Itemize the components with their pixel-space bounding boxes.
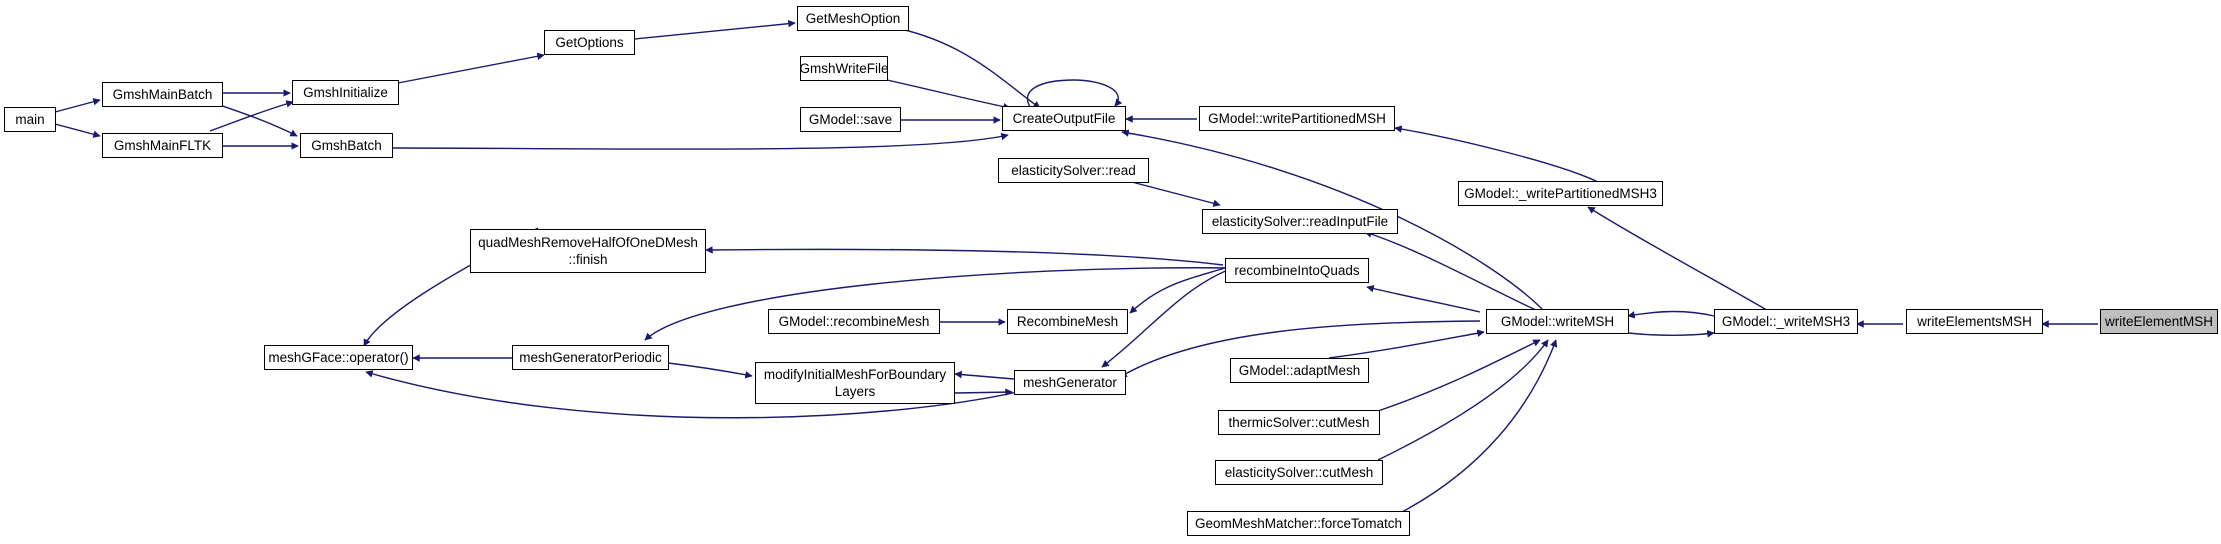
edge-recombineintoquads-to-meshgeneratorperiodic: [644, 267, 1237, 341]
edge-main-to-gmshmainfltk: [54, 123, 101, 138]
node-gmodel-adapt-mesh[interactable]: GModel::adaptMesh: [1230, 358, 1369, 383]
node-mesh-generator-periodic[interactable]: meshGeneratorPeriodic: [512, 345, 669, 370]
node-gmodel-write-partitioned-msh[interactable]: GModel::writePartitionedMSH: [1199, 106, 1395, 131]
edge-modifyinitialmesh-to-meshgenerator: [954, 388, 1013, 396]
node-geom-mesh-matcher-force-tomatch[interactable]: GeomMeshMatcher::forceTomatch: [1187, 511, 1410, 536]
node-elasticity-solver-read[interactable]: elasticitySolver::read: [998, 158, 1149, 183]
edge-forcetomatch-to-writemsh: [1401, 339, 1558, 513]
node-mesh-gface-operator[interactable]: meshGFace::operator(): [264, 345, 413, 370]
edge-meshgeneratorperiodic-to-modifyinitialmesh: [667, 362, 753, 379]
edge-meshgenerator-to-meshgface: [365, 370, 1027, 419]
edge-writemsh-to-writemsh3: [1627, 330, 1715, 338]
node-gmodel-write-msh[interactable]: GModel::writeMSH: [1486, 309, 1629, 334]
edge-thermiccutmesh-to-writemsh: [1374, 339, 1541, 413]
node-mesh-generator[interactable]: meshGenerator: [1014, 370, 1126, 395]
node-gmsh-batch[interactable]: GmshBatch: [300, 133, 393, 158]
edge-createoutputfile-self-loop: [1026, 79, 1123, 108]
node-thermic-solver-cut-mesh[interactable]: thermicSolver::cutMesh: [1218, 410, 1380, 435]
node-recombine-into-quads[interactable]: recombineIntoQuads: [1225, 258, 1369, 283]
node-get-options[interactable]: GetOptions: [544, 30, 635, 55]
node-modify-initial-mesh-for-boundary-layers[interactable]: modifyInitialMeshForBoundary Layers: [755, 362, 955, 404]
edge-gmshmainfltk-to-gmshinitialize: [209, 100, 294, 132]
node-write-element-msh: writeElementMSH: [2100, 309, 2218, 334]
edge-gmshinitialize-to-getoptions: [397, 52, 545, 84]
node-write-elements-msh[interactable]: writeElementsMSH: [1906, 309, 2043, 334]
edge-writepartitionedmsh3-to-writepartitionedmsh: [1394, 125, 1601, 184]
edge-writemsh3-to-writepartitionedmsh3: [1587, 206, 1771, 313]
edge-getoptions-to-getmeshoption: [633, 19, 796, 40]
edge-adaptmesh-to-writemsh: [1328, 329, 1485, 359]
node-get-mesh-option[interactable]: GetMeshOption: [797, 6, 909, 31]
node-gmsh-initialize[interactable]: GmshInitialize: [292, 80, 399, 105]
node-recombine-mesh[interactable]: RecombineMesh: [1007, 309, 1128, 334]
edge-meshgenerator-to-modifyinitialmesh: [954, 370, 1015, 380]
node-create-output-file[interactable]: CreateOutputFile: [1002, 106, 1126, 131]
node-gmsh-main-batch[interactable]: GmshMainBatch: [102, 82, 223, 107]
edge-gmshwritefile-to-createoutputfile: [886, 79, 1011, 111]
node-gmodel-save[interactable]: GModel::save: [800, 107, 901, 132]
edge-writemsh-to-meshgenerator: [1119, 320, 1481, 378]
edge-writemsh-to-readinputfile: [1364, 230, 1541, 313]
node-main[interactable]: main: [4, 107, 56, 132]
node-gmsh-write-file[interactable]: GmshWriteFile: [800, 56, 889, 81]
edge-main-to-gmshmainbatch: [54, 98, 101, 113]
node-elasticity-solver-read-input-file[interactable]: elasticitySolver::readInputFile: [1202, 209, 1398, 234]
edge-recombineintoquads-to-recombinemesh: [1129, 267, 1226, 314]
node-gmsh-main-fltk[interactable]: GmshMainFLTK: [102, 133, 223, 158]
edge-elasticityread-to-readinputfile: [1127, 180, 1221, 207]
node-gmodel-recombine-mesh[interactable]: GModel::recombineMesh: [768, 309, 940, 334]
edge-writemsh-to-recombineintoquads: [1366, 284, 1481, 313]
edge-recombineintoquads-to-meshgenerator: [1101, 269, 1229, 368]
node-quad-mesh-remove-half-finish[interactable]: quadMeshRemoveHalfOfOneDMesh ::finish: [470, 229, 706, 273]
node-gmodel-write-msh3[interactable]: GModel::_writeMSH3: [1714, 309, 1858, 334]
node-elasticity-solver-cut-mesh[interactable]: elasticitySolver::cutMesh: [1215, 460, 1383, 485]
edge-recombineintoquads-to-quadmeshfinish: [705, 246, 1224, 266]
edge-writemsh-to-createoutputfile: [1121, 129, 1546, 313]
node-gmodel-write-partitioned-msh3[interactable]: GModel::_writePartitionedMSH3: [1458, 181, 1663, 206]
edge-gmshbatch-to-createoutputfile: [391, 132, 1009, 150]
edge-writemsh3-to-writemsh: [1627, 310, 1715, 319]
edge-elasticitycutmesh-to-writemsh: [1377, 339, 1549, 461]
